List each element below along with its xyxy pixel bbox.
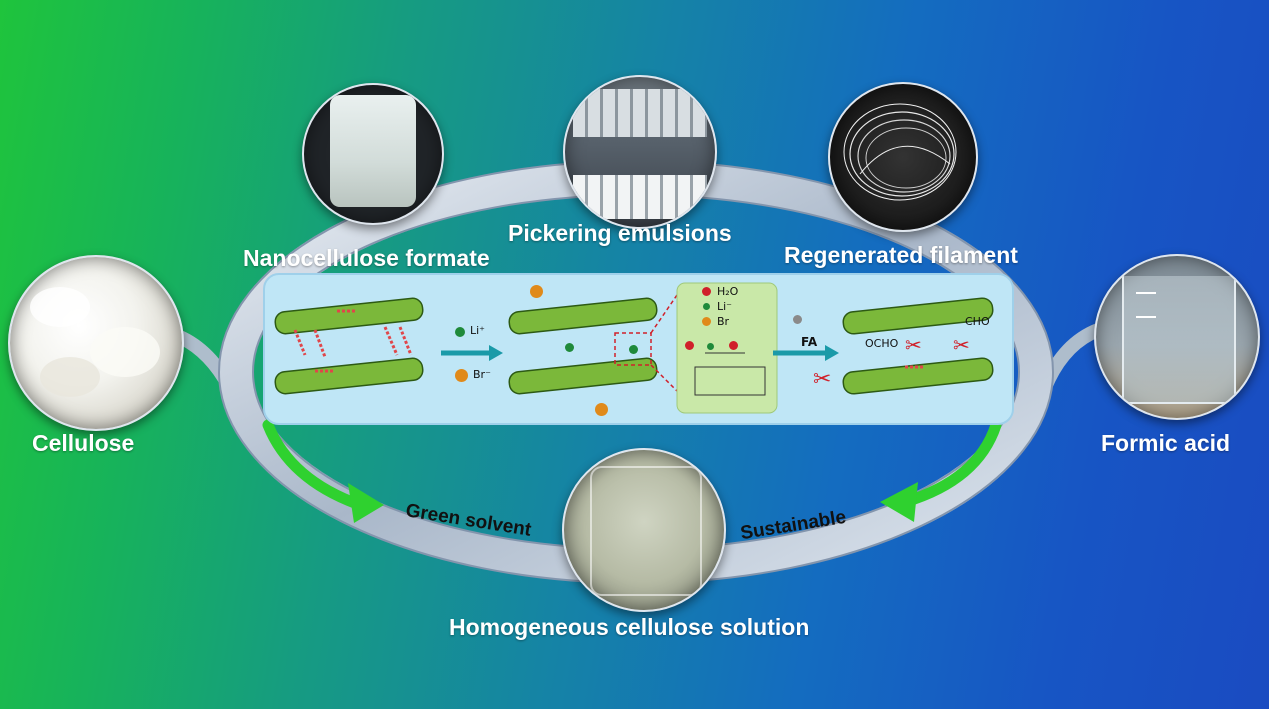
nanocellulose-formate-label: Nanocellulose formate bbox=[243, 245, 490, 271]
li-ion-icon bbox=[703, 303, 710, 310]
ocho-label: OCHO bbox=[865, 337, 899, 350]
water-icon bbox=[702, 287, 711, 296]
li-ion-label: Li⁺ bbox=[470, 324, 485, 337]
li-ion-icon bbox=[707, 343, 714, 350]
homogeneous-solution-photo bbox=[562, 448, 726, 612]
br-legend-label: Br bbox=[717, 315, 730, 328]
br-ion-icon bbox=[702, 317, 711, 326]
li-legend-label: Li⁻ bbox=[717, 300, 732, 313]
br-ion-icon bbox=[595, 403, 608, 416]
water-icon bbox=[729, 341, 738, 350]
formic-acid-molecule-icon bbox=[793, 315, 802, 324]
br-ion-label: Br⁻ bbox=[473, 368, 491, 381]
pickering-emulsions-photo bbox=[563, 75, 717, 229]
scissors-icon: ✂ bbox=[905, 333, 922, 357]
regenerated-filament-label: Regenerated filament bbox=[784, 242, 1018, 268]
cho-label: CHO bbox=[965, 315, 990, 328]
cellulose-label: Cellulose bbox=[32, 430, 135, 456]
fa-label: FA bbox=[801, 335, 818, 349]
scissors-icon: ✂ bbox=[813, 367, 832, 392]
water-label: H₂O bbox=[717, 285, 739, 298]
cellulose-chains-diagram bbox=[274, 282, 994, 414]
left-green-arrow bbox=[262, 419, 366, 511]
regenerated-filament-photo bbox=[828, 82, 978, 232]
li-ion-icon bbox=[629, 345, 638, 354]
scissors-icon: ✂ bbox=[953, 333, 970, 357]
li-ion-icon bbox=[455, 327, 465, 337]
formic-acid-photo bbox=[1094, 254, 1260, 420]
mechanism-panel: Li⁺ Br⁻ H₂O Li⁻ Br FA ✂ ✂ ✂ CHO OCHO bbox=[263, 273, 1014, 425]
homogeneous-solution-label: Homogeneous cellulose solution bbox=[449, 614, 810, 640]
pickering-emulsions-label: Pickering emulsions bbox=[508, 220, 732, 246]
nanocellulose-formate-photo bbox=[302, 83, 444, 225]
br-ion-icon bbox=[455, 369, 468, 382]
formic-acid-label: Formic acid bbox=[1101, 430, 1231, 456]
water-icon bbox=[685, 341, 694, 350]
right-green-arrow bbox=[899, 419, 1002, 508]
br-ion-icon bbox=[530, 285, 543, 298]
li-ion-icon bbox=[565, 343, 574, 352]
cellulose-photo bbox=[8, 255, 184, 431]
